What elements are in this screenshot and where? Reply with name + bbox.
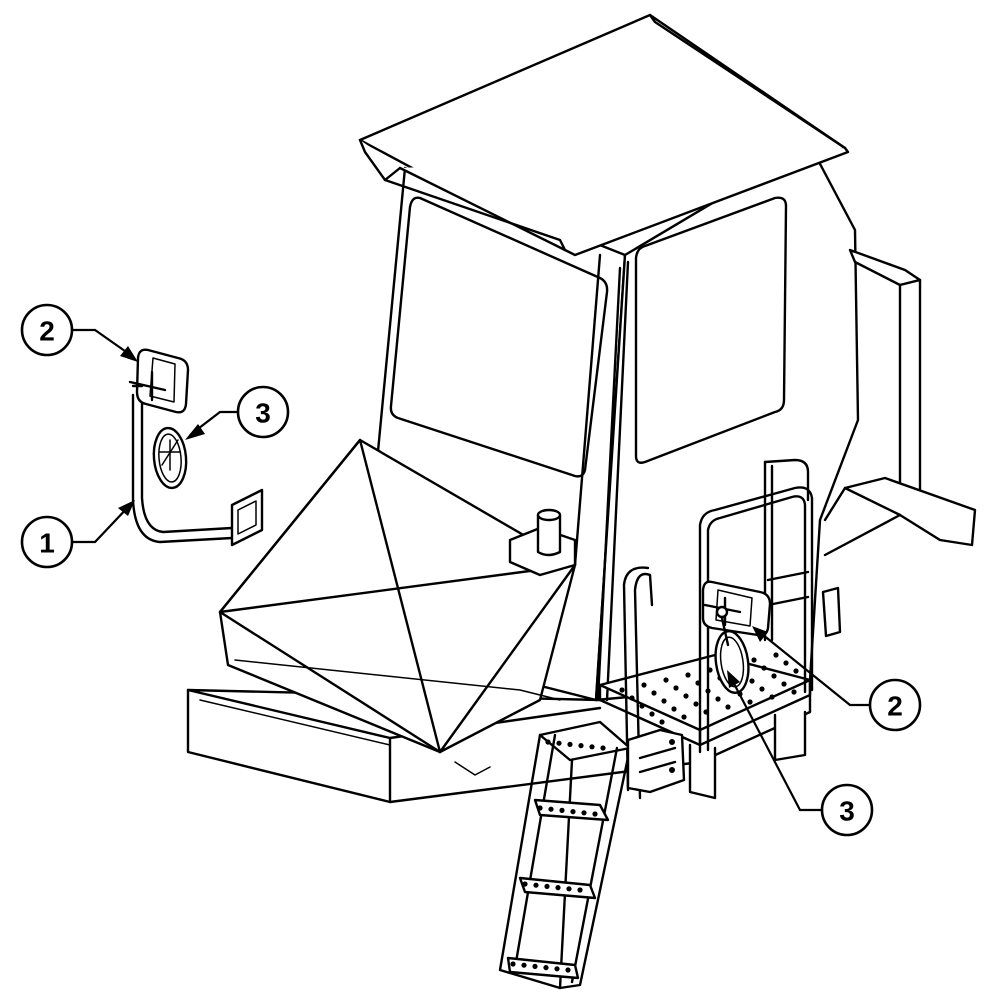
step-hole (522, 881, 528, 887)
step-hole (533, 882, 539, 888)
callout-left-2: 2 (20, 303, 138, 362)
platform-hole (619, 687, 625, 693)
step-hole (566, 886, 572, 892)
step-hole (537, 805, 543, 811)
platform-hole (747, 699, 753, 705)
step-hole (543, 965, 549, 971)
platform-hole (771, 673, 777, 679)
callout-right-3: 3 (727, 670, 874, 837)
step-hole (555, 885, 561, 891)
rear-extension (821, 248, 977, 638)
platform-hole (749, 678, 755, 684)
callout-number: 2 (39, 316, 55, 347)
callout-circle (820, 783, 874, 837)
step-hole (559, 807, 565, 814)
callout-circle (20, 303, 74, 357)
platform-support (688, 710, 807, 800)
platform-hole (671, 706, 677, 712)
step-hole (532, 963, 538, 970)
fuel-filler (508, 508, 577, 577)
platform-hole (781, 681, 787, 687)
platform-hole (725, 704, 731, 710)
callout-left-1: 1 (20, 500, 135, 569)
platform-hole (793, 668, 799, 674)
platform-hole (791, 689, 797, 695)
step-hole (578, 743, 584, 749)
platform-hole (639, 703, 645, 709)
callout-number: 1 (39, 528, 55, 559)
step-hole (589, 744, 595, 750)
platform-hole (693, 701, 699, 707)
platform-hole (783, 660, 789, 666)
callout-number: 3 (839, 796, 855, 827)
step-hole (545, 739, 551, 745)
step-hole (567, 741, 573, 748)
step-hole (570, 809, 576, 815)
step-hole (581, 810, 587, 816)
platform-hole (629, 695, 635, 701)
platform-hole (649, 711, 655, 717)
mirror-arm-bracket (131, 393, 264, 547)
platform-hole (641, 682, 647, 688)
step-hole (554, 966, 560, 972)
callout-circle (868, 678, 922, 732)
platform-hole (685, 672, 691, 678)
callout-right-2: 2 (752, 626, 922, 732)
step-hole (565, 967, 571, 973)
step-hole (548, 806, 554, 812)
platform-hole (715, 696, 721, 702)
step-hole (577, 887, 583, 893)
platform-hole (751, 657, 757, 663)
platform-hole (761, 665, 767, 671)
mirror-detached (128, 348, 190, 414)
spot-mirror-detached (152, 426, 188, 490)
step-hole (556, 740, 562, 746)
platform-hole (773, 652, 779, 658)
handrails (622, 458, 814, 800)
step-hole (600, 745, 606, 751)
callout-number: 2 (887, 691, 903, 722)
step-hole (592, 811, 598, 817)
callout-left-3: 3 (185, 385, 290, 440)
callout-circle (20, 515, 74, 569)
callout-number: 3 (255, 398, 271, 429)
platform-hole (769, 694, 775, 700)
platform-hole (673, 685, 679, 691)
platform-hole (759, 686, 765, 692)
platform-hole (659, 719, 665, 725)
step-hole (510, 961, 516, 967)
platform-hole (683, 693, 689, 699)
platform-hole (681, 714, 687, 720)
callout-circle (236, 385, 290, 439)
spot-mirror-installed (714, 605, 750, 694)
cab-roof (358, 13, 850, 257)
step-ladder (498, 720, 686, 990)
platform-hole (661, 698, 667, 704)
platform-hole (651, 690, 657, 696)
step-hole (544, 883, 550, 890)
platform-hole (663, 677, 669, 683)
step-hole (521, 962, 527, 968)
